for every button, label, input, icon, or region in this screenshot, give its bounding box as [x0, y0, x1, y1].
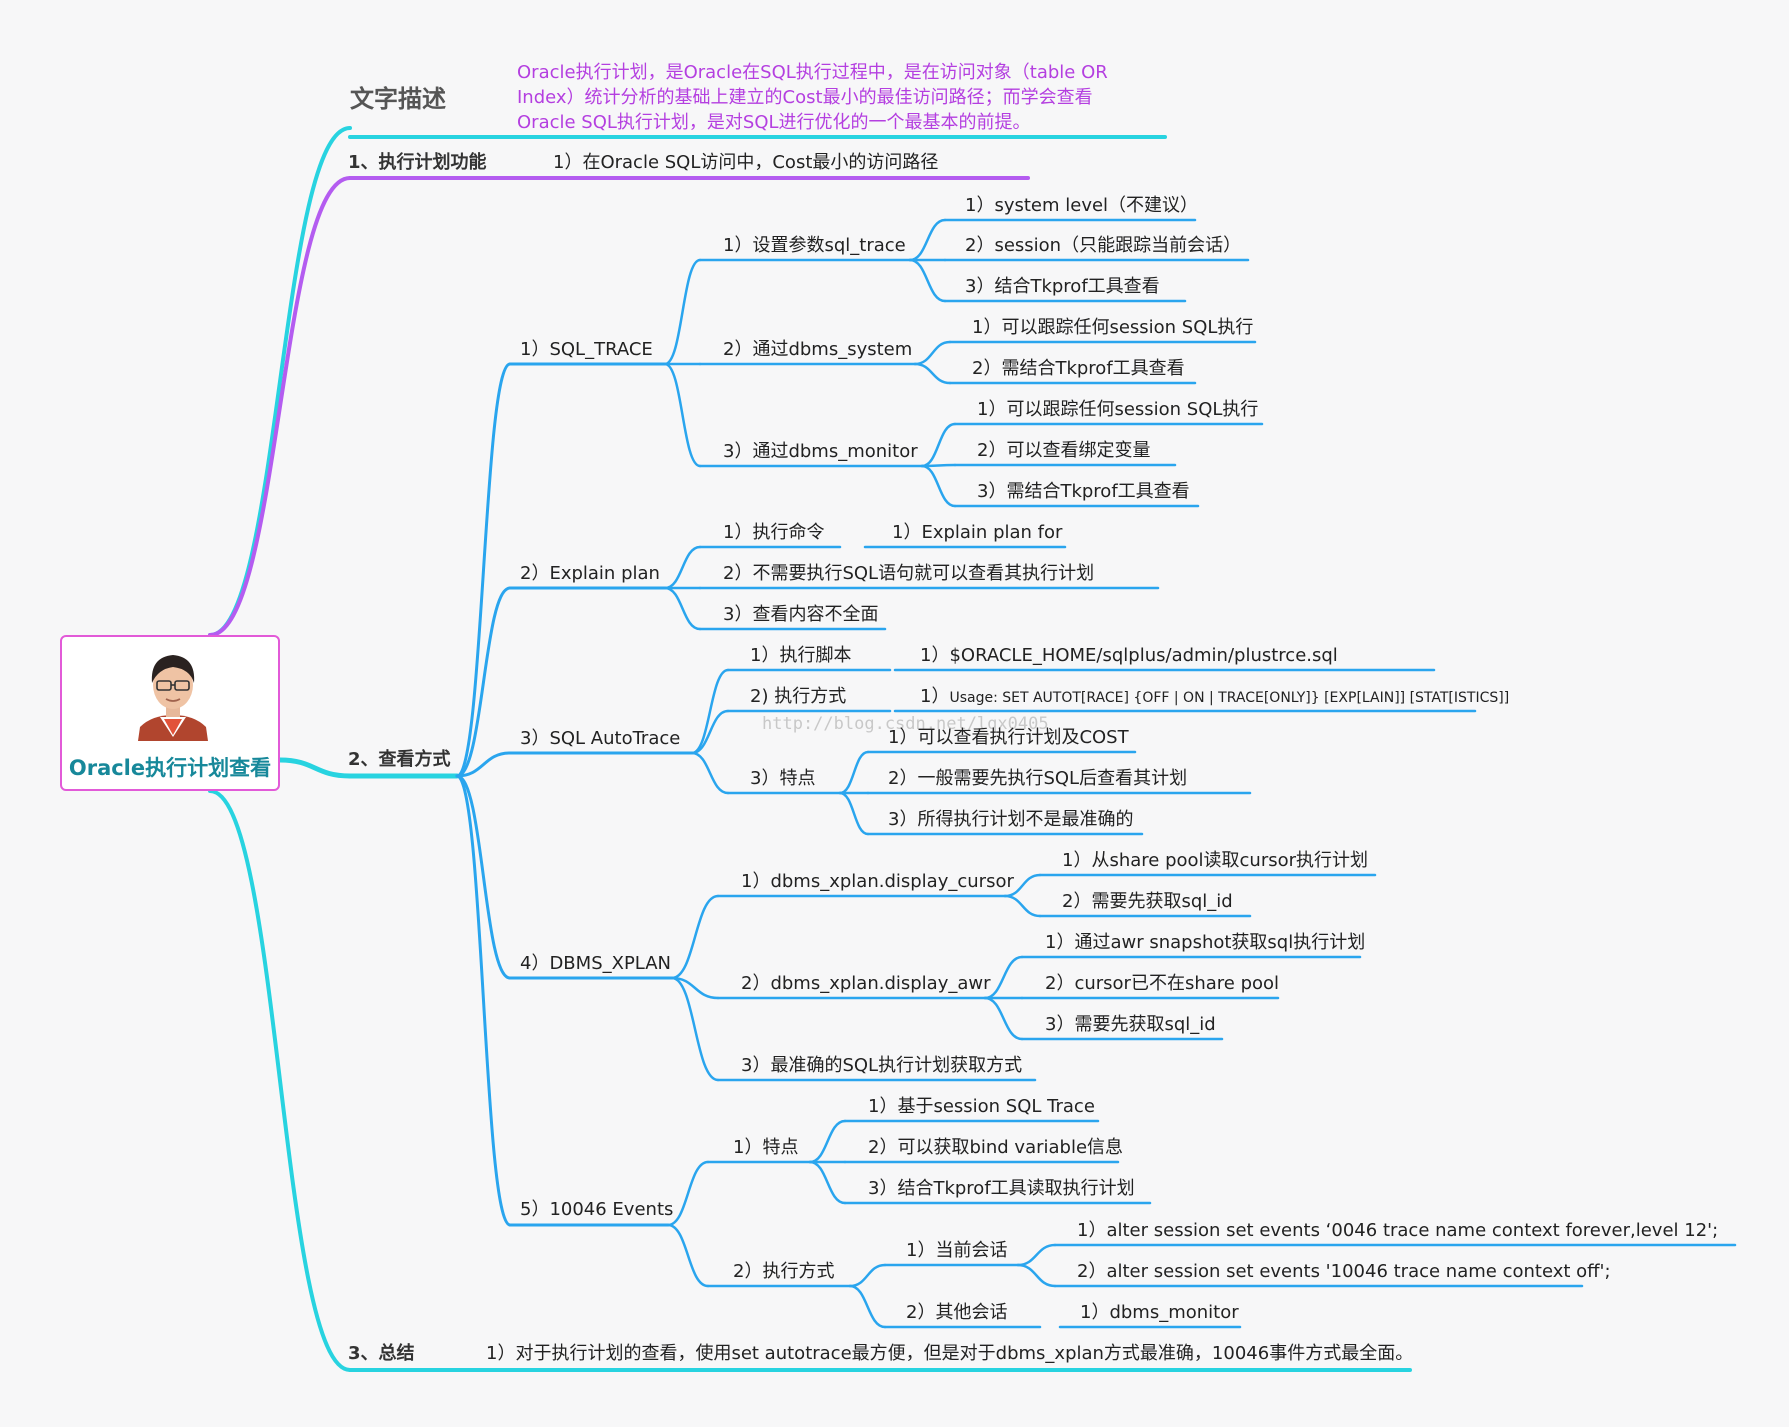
sqltrace-param-leaf-1[interactable]: 1）system level（不建议） — [965, 195, 1199, 216]
branch-summary[interactable]: 3、总结 — [348, 1343, 415, 1364]
display-awr-leaf-2[interactable]: 2）cursor已不在share pool — [1045, 973, 1280, 994]
sqltrace-param-leaf-2[interactable]: 2）session（只能跟踪当前会话） — [965, 235, 1242, 256]
cur-leaf-2-connector — [1016, 1263, 1057, 1288]
display-awr-connector — [670, 976, 720, 1000]
events-connector — [455, 774, 512, 1227]
events-other-session-connector — [848, 1284, 887, 1329]
sqltrace-dbms-system-leaf-1[interactable]: 1）可以跟踪任何session SQL执行 — [972, 317, 1254, 338]
events-other-session-node[interactable]: 2）其他会话 — [906, 1302, 1008, 1323]
param-leaf-3-connector — [908, 258, 947, 303]
features-leaf-3-connector — [838, 791, 870, 836]
autotrace-usage-node[interactable]: 2) 执行方式 — [750, 686, 847, 707]
system-leaf-2-connector — [913, 362, 952, 385]
autotrace-usage-leaf-1[interactable]: 1）Usage: SET AUTOT[RACE] {OFF | ON | TRA… — [920, 686, 1509, 709]
sqltrace-connector — [455, 362, 512, 778]
watermark: http://blog.csdn.net/lqx0405 — [762, 714, 1049, 734]
cursor-leaf-2-connector — [1003, 894, 1042, 918]
features-leaf-1-connector — [838, 750, 870, 795]
branch-function[interactable]: 1、执行计划功能 — [348, 152, 487, 173]
monitor-leaf-2-connector — [920, 463, 957, 468]
root-title: Oracle执行计划查看 — [68, 756, 272, 780]
autotrace-usage-connector — [690, 709, 730, 755]
dbms-xplan-connector — [455, 774, 512, 980]
explain-command-leaf-1[interactable]: 1）Explain plan for — [892, 522, 1063, 543]
explain-incomplete-node[interactable]: 3）查看内容不全面 — [723, 604, 879, 625]
events-node[interactable]: 5）10046 Events — [520, 1199, 674, 1220]
display-awr-leaf-3[interactable]: 3）需要先获取sql_id — [1045, 1014, 1216, 1035]
autotrace-script-leaf-1[interactable]: 1）$ORACLE_HOME/sqlplus/admin/plustrce.sq… — [920, 645, 1338, 666]
summary-connector — [208, 789, 352, 1372]
function-leaf-1[interactable]: 1）在Oracle SQL访问中，Cost最小的访问路径 — [553, 152, 939, 173]
events-exec-connector — [666, 1223, 710, 1288]
ev-features-leaf-1-connector — [808, 1119, 847, 1164]
author-avatar — [130, 645, 216, 741]
display-cursor-leaf-1[interactable]: 1）从share pool读取cursor执行计划 — [1062, 850, 1369, 871]
root-node[interactable]: Oracle执行计划查看 — [60, 635, 280, 791]
autotrace-features-leaf-3[interactable]: 3）所得执行计划不是最准确的 — [888, 809, 1134, 830]
view-methods-connector — [277, 757, 353, 779]
events-features-leaf-2[interactable]: 2）可以获取bind variable信息 — [868, 1137, 1124, 1158]
sqltrace-dbms-monitor-connector — [663, 362, 702, 468]
sqltrace-dbms-monitor-node[interactable]: 3）通过dbms_monitor — [723, 441, 918, 462]
events-current-session-node[interactable]: 1）当前会话 — [906, 1240, 1008, 1261]
events-current-session-leaf-1[interactable]: 1）alter session set events ‘0046 trace n… — [1077, 1220, 1719, 1241]
display-cursor-node[interactable]: 1）dbms_xplan.display_cursor — [741, 871, 1014, 892]
autotrace-usage-text: Usage: SET AUTOT[RACE] {OFF | ON | TRACE… — [949, 690, 1510, 706]
sqltrace-param-node[interactable]: 1）设置参数sql_trace — [723, 235, 906, 256]
autotrace-features-leaf-1[interactable]: 1）可以查看执行计划及COST — [888, 727, 1129, 748]
cur-leaf-1-connector — [1016, 1243, 1057, 1267]
ev-features-leaf-3-connector — [808, 1160, 847, 1205]
function-connector — [208, 176, 352, 637]
desc-connector — [208, 126, 352, 637]
branch-view-methods[interactable]: 2、查看方式 — [348, 749, 451, 770]
dbms-xplan-accurate-node[interactable]: 3）最准确的SQL执行计划获取方式 — [741, 1055, 1023, 1076]
autotrace-features-leaf-2[interactable]: 2）一般需要先执行SQL后查看其计划 — [888, 768, 1188, 789]
autotrace-script-connector — [690, 668, 730, 755]
sqltrace-param-leaf-3[interactable]: 3）结合Tkprof工具查看 — [965, 276, 1160, 297]
monitor-leaf-1-connector — [920, 422, 957, 468]
autotrace-features-node[interactable]: 3）特点 — [750, 768, 816, 789]
display-awr-leaf-1[interactable]: 1）通过awr snapshot获取sql执行计划 — [1045, 932, 1366, 953]
dbms-xplan-node[interactable]: 4）DBMS_XPLAN — [520, 953, 672, 974]
param-leaf-1-connector — [908, 218, 947, 262]
events-features-node[interactable]: 1）特点 — [733, 1137, 799, 1158]
autotrace-node[interactable]: 3）SQL AutoTrace — [520, 728, 681, 749]
autotrace-usage-prefix: 1） — [920, 686, 950, 707]
autotrace-features-connector — [690, 751, 730, 795]
sqltrace-param-connector — [663, 258, 702, 366]
sqltrace-node[interactable]: 1）SQL_TRACE — [520, 339, 653, 360]
events-exec-node[interactable]: 2）执行方式 — [733, 1261, 835, 1282]
awr-leaf-3-connector — [983, 996, 1024, 1041]
autotrace-script-node[interactable]: 1）执行脚本 — [750, 645, 852, 666]
events-current-session-leaf-2[interactable]: 2）alter session set events '10046 trace … — [1077, 1261, 1611, 1282]
events-other-session-leaf-1[interactable]: 1）dbms_monitor — [1080, 1302, 1239, 1323]
explain-plan-connector — [455, 586, 512, 778]
desc-title[interactable]: 文字描述 — [350, 85, 446, 113]
sqltrace-dbms-monitor-leaf-3[interactable]: 3）需结合Tkprof工具查看 — [977, 481, 1190, 502]
events-features-leaf-1[interactable]: 1）基于session SQL Trace — [868, 1096, 1095, 1117]
summary-leaf-1[interactable]: 1）对于执行计划的查看，使用set autotrace最方便，但是对于dbms_… — [486, 1343, 1414, 1364]
xplan-accurate-connector — [670, 976, 720, 1082]
display-cursor-connector — [670, 894, 720, 980]
display-cursor-leaf-2[interactable]: 2）需要先获取sql_id — [1062, 891, 1233, 912]
explain-no-exec-node[interactable]: 2）不需要执行SQL语句就可以查看其执行计划 — [723, 563, 1095, 584]
display-awr-node[interactable]: 2）dbms_xplan.display_awr — [741, 973, 991, 994]
events-features-connector — [666, 1160, 710, 1227]
explain-command-node[interactable]: 1）执行命令 — [723, 522, 825, 543]
sqltrace-dbms-monitor-leaf-1[interactable]: 1）可以跟踪任何session SQL执行 — [977, 399, 1259, 420]
monitor-leaf-3-connector — [920, 464, 957, 508]
desc-text[interactable]: Oracle执行计划，是Oracle在SQL执行过程中，是在访问对象（table… — [517, 62, 1108, 133]
sqltrace-dbms-system-node[interactable]: 2）通过dbms_system — [723, 339, 913, 360]
sqltrace-dbms-monitor-leaf-2[interactable]: 2）可以查看绑定变量 — [977, 440, 1151, 461]
explain-incomplete-connector — [663, 586, 702, 631]
events-current-session-connector — [848, 1263, 887, 1288]
explain-command-connector — [663, 545, 702, 590]
autotrace-connector — [455, 751, 512, 778]
explain-plan-node[interactable]: 2）Explain plan — [520, 563, 660, 584]
sqltrace-dbms-system-leaf-2[interactable]: 2）需结合Tkprof工具查看 — [972, 358, 1185, 379]
events-features-leaf-3[interactable]: 3）结合Tkprof工具读取执行计划 — [868, 1178, 1135, 1199]
system-leaf-1-connector — [913, 340, 952, 366]
